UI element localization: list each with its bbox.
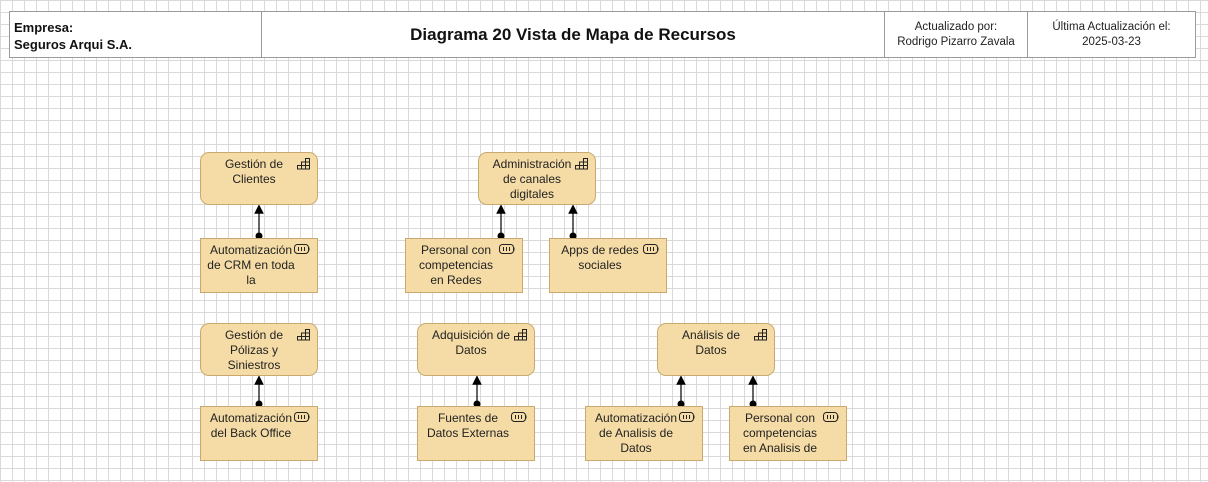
capability-label: Gestión de Pólizas y Siniestros <box>224 328 284 372</box>
capability-gestion-clientes[interactable]: Gestión de Clientes <box>200 152 318 205</box>
relation-res1-cap1 <box>254 204 264 240</box>
updated-by-cell: Actualizado por: Rodrigo Pizarro Zavala <box>885 12 1028 57</box>
resource-personal-analisis[interactable]: Personal con competencias en Analisis de <box>729 406 847 461</box>
relation-res4-cap3 <box>254 375 264 408</box>
relation-res2-cap2 <box>496 204 506 240</box>
relation-res7-cap5 <box>748 375 758 408</box>
resource-apps-redes-sociales[interactable]: Apps de redes sociales <box>549 238 667 293</box>
capability-label: Análisis de Datos <box>681 328 741 357</box>
last-update-value: 2025-03-23 <box>1082 35 1141 48</box>
resource-label: Automatización del Back Office <box>209 411 293 440</box>
resource-personal-redes[interactable]: Personal con competencias en Redes <box>405 238 523 293</box>
resource-label: Automatización de CRM en toda la <box>207 243 295 287</box>
resource-icon <box>511 412 527 422</box>
relation-res6-cap5 <box>676 375 686 408</box>
resource-icon <box>294 412 310 422</box>
resource-icon <box>294 244 310 254</box>
resource-label: Personal con competencias en Analisis de <box>742 411 818 455</box>
resource-icon <box>679 412 695 422</box>
resource-automatizacion-back-office[interactable]: Automatización del Back Office <box>200 406 318 461</box>
diagram-header: Empresa: Seguros Arqui S.A. Diagrama 20 … <box>9 11 1196 58</box>
resource-icon <box>823 412 839 422</box>
company-label: Empresa: <box>14 20 74 35</box>
resource-label: Personal con competencias en Redes <box>418 243 494 287</box>
resource-icon <box>643 244 659 254</box>
capability-analisis-datos[interactable]: Análisis de Datos <box>657 323 775 376</box>
company-cell: Empresa: Seguros Arqui S.A. <box>10 12 262 57</box>
resource-label: Apps de redes sociales <box>561 243 639 272</box>
capability-label: Administración de canales digitales <box>492 157 572 201</box>
relation-res3-cap2 <box>568 204 578 240</box>
capability-gestion-polizas-siniestros[interactable]: Gestión de Pólizas y Siniestros <box>200 323 318 376</box>
capability-icon <box>514 329 527 341</box>
resource-label: Automatización de Analisis de Datos <box>594 411 678 455</box>
diagram-title: Diagrama 20 Vista de Mapa de Recursos <box>262 12 885 57</box>
updated-by-value: Rodrigo Pizarro Zavala <box>897 35 1015 48</box>
capability-administracion-canales-digitales[interactable]: Administración de canales digitales <box>478 152 596 205</box>
last-update-cell: Última Actualización el: 2025-03-23 <box>1028 12 1195 57</box>
capability-icon <box>575 158 588 170</box>
capability-icon <box>297 158 310 170</box>
capability-label: Adquisición de Datos <box>431 328 511 357</box>
capability-icon <box>297 329 310 341</box>
capability-adquisicion-datos[interactable]: Adquisición de Datos <box>417 323 535 376</box>
company-name: Seguros Arqui S.A. <box>14 37 132 52</box>
resource-icon <box>499 244 515 254</box>
resource-fuentes-datos-externas[interactable]: Fuentes de Datos Externas <box>417 406 535 461</box>
capability-label: Gestión de Clientes <box>224 157 284 186</box>
relation-res5-cap4 <box>472 375 482 408</box>
resource-automatizacion-analisis-datos[interactable]: Automatización de Analisis de Datos <box>585 406 703 461</box>
capability-icon <box>754 329 767 341</box>
resource-automatizacion-crm[interactable]: Automatización de CRM en toda la <box>200 238 318 293</box>
resource-label: Fuentes de Datos Externas <box>426 411 510 440</box>
last-update-label: Última Actualización el: <box>1052 20 1171 33</box>
updated-by-label: Actualizado por: <box>914 20 998 33</box>
